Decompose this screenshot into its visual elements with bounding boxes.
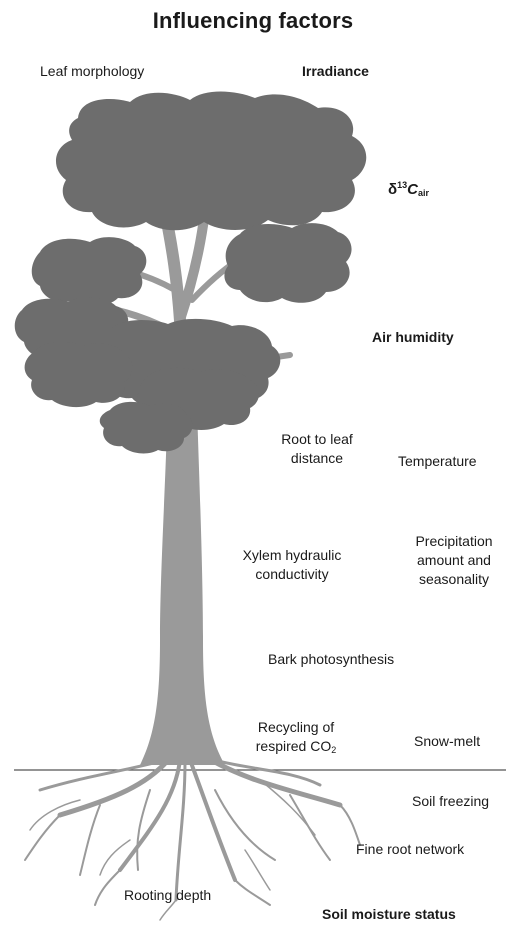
label-leaf-morphology: Leaf morphology: [40, 62, 144, 81]
label-snow-melt: Snow-melt: [414, 732, 480, 751]
precipitation-line2: amount and: [402, 551, 506, 570]
label-temperature: Temperature: [398, 452, 477, 471]
recycling-line2: respired CO2: [244, 737, 348, 760]
label-recycling-respired-co2: Recycling of respired CO2: [244, 718, 348, 760]
label-root-to-leaf-distance: Root to leaf distance: [262, 430, 372, 468]
isotope-superscript: 13: [397, 180, 407, 190]
label-rooting-depth: Rooting depth: [124, 886, 211, 905]
label-irradiance: Irradiance: [302, 62, 369, 81]
label-xylem-hydraulic-conductivity: Xylem hydraulic conductivity: [228, 546, 356, 584]
label-delta-13c-air: δ13Cair: [388, 176, 429, 203]
label-air-humidity: Air humidity: [372, 328, 454, 347]
xylem-line2: conductivity: [228, 565, 356, 584]
label-fine-root-network: Fine root network: [356, 840, 464, 859]
page-title: Influencing factors: [0, 8, 506, 34]
precipitation-line3: seasonality: [402, 570, 506, 589]
label-bark-photosynthesis: Bark photosynthesis: [268, 650, 394, 669]
recycling-line1: Recycling of: [244, 718, 348, 737]
canopy-bottom-left: [25, 342, 133, 407]
delta-symbol: δ: [388, 181, 397, 198]
air-subscript: air: [418, 188, 429, 198]
canopy-lowest: [100, 402, 193, 454]
canopy-left-mid: [32, 237, 147, 306]
xylem-line1: Xylem hydraulic: [228, 546, 356, 565]
root-to-leaf-line2: distance: [262, 449, 372, 468]
respired-co-text: respired CO: [256, 738, 331, 754]
carbon-symbol: C: [407, 181, 418, 198]
label-soil-moisture-status: Soil moisture status: [322, 905, 456, 924]
root-to-leaf-line1: Root to leaf: [262, 430, 372, 449]
canopy-right-mid: [224, 223, 351, 303]
label-soil-freezing: Soil freezing: [412, 792, 489, 811]
co2-subscript: 2: [331, 745, 336, 755]
label-precipitation: Precipitation amount and seasonality: [402, 532, 506, 589]
canopy-top: [56, 92, 366, 231]
precipitation-line1: Precipitation: [402, 532, 506, 551]
